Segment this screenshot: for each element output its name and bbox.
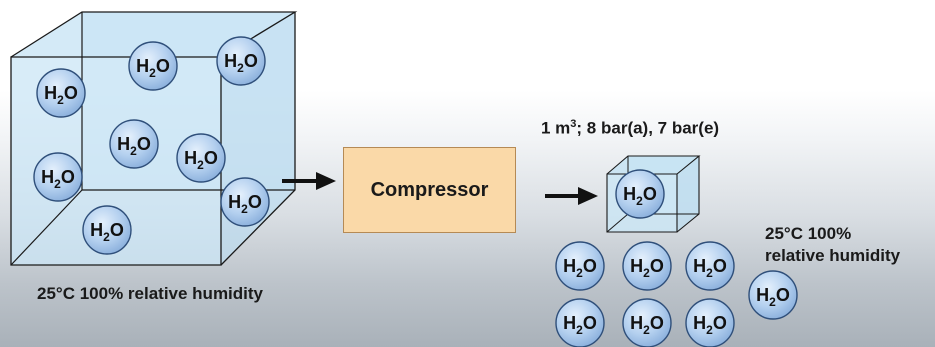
h2o-molecule: H2O: [220, 177, 270, 227]
h2o-label: H2O: [630, 313, 664, 337]
molecules-group: H2O H2O H2O H2O H2O H2O H2O H2O H2O H2O H2O H2O H2O H…: [33, 36, 798, 347]
h2o-label: H2O: [44, 83, 78, 107]
volume-suffix: ; 8 bar(a), 7 bar(e): [576, 118, 720, 138]
h2o-label: H2O: [228, 192, 262, 216]
compressor-label: Compressor: [370, 178, 489, 201]
h2o-molecule: H2O: [109, 119, 159, 169]
h2o-label: H2O: [136, 56, 170, 80]
h2o-label: H2O: [563, 313, 597, 337]
h2o-molecule: H2O: [128, 41, 178, 91]
compressor-box: Compressor: [343, 147, 516, 233]
h2o-label: H2O: [224, 51, 258, 75]
h2o-label: H2O: [184, 148, 218, 172]
h2o-molecule: H2O: [748, 270, 798, 320]
h2o-label: H2O: [623, 184, 657, 208]
h2o-molecule: H2O: [555, 241, 605, 291]
volume-exponent: 3: [570, 118, 577, 130]
h2o-label: H2O: [693, 256, 727, 280]
arrow-to-small-cube: [545, 187, 598, 205]
h2o-label: H2O: [563, 256, 597, 280]
h2o-molecule: H2O: [622, 241, 672, 291]
h2o-molecule: H2O: [82, 205, 132, 255]
h2o-label: H2O: [117, 134, 151, 158]
h2o-molecule: H2O: [216, 36, 266, 86]
right-caption-line2: relative humidity: [765, 246, 901, 265]
h2o-molecule: H2O: [685, 298, 735, 347]
h2o-label: H2O: [630, 256, 664, 280]
arrow-to-compressor: [282, 172, 336, 190]
right-caption: 25°C 100% relative humidity: [765, 223, 900, 267]
h2o-molecule: H2O: [615, 169, 665, 219]
left-caption: 25°C 100% relative humidity: [37, 284, 264, 303]
h2o-label: H2O: [90, 220, 124, 244]
h2o-molecule: H2O: [36, 68, 86, 118]
h2o-label: H2O: [41, 167, 75, 191]
h2o-molecule: H2O: [176, 133, 226, 183]
h2o-molecule: H2O: [555, 298, 605, 347]
h2o-molecule: H2O: [685, 241, 735, 291]
h2o-label: H2O: [693, 313, 727, 337]
small-cube-volume-label: 1 m3; 8 bar(a), 7 bar(e): [541, 118, 719, 139]
volume-prefix: 1 m: [541, 118, 571, 138]
h2o-molecule: H2O: [33, 152, 83, 202]
right-caption-line1: 25°C 100%: [765, 224, 852, 243]
h2o-molecule: H2O: [622, 298, 672, 347]
h2o-label: H2O: [756, 285, 790, 309]
